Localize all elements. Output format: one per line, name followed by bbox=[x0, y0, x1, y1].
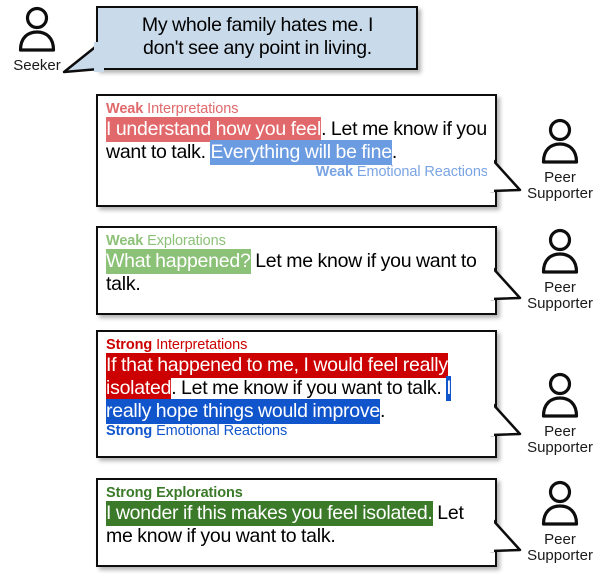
tag-weak-explorations: Weak Explorations bbox=[106, 233, 488, 250]
plain-text: . bbox=[380, 400, 386, 422]
tag-category: Explorations bbox=[147, 233, 226, 249]
tag-strong-interpretations: Strong Interpretations bbox=[106, 337, 488, 354]
tag-category: Interpretations bbox=[156, 337, 248, 353]
person-icon bbox=[2, 6, 72, 57]
seeker-message-text: My whole family hates me. I don't see an… bbox=[98, 8, 416, 64]
tag-category: Interpretations bbox=[147, 101, 239, 117]
highlight-weak-interpretation: I understand how you feel bbox=[106, 117, 322, 142]
tag-category: Explorations bbox=[156, 485, 243, 501]
avatar-peer-supporter-label: Peer Supporter bbox=[527, 279, 593, 312]
tag-strength: Weak bbox=[106, 101, 144, 117]
avatar-seeker: Seeker bbox=[2, 6, 72, 74]
highlight-weak-exploration: What happened? bbox=[106, 249, 251, 274]
strong-interpretations-text: If that happened to me, I would feel rea… bbox=[106, 353, 488, 424]
tag-category: Emotional Reactions bbox=[156, 423, 288, 439]
plain-text: Let me know if you want to talk. bbox=[106, 250, 477, 295]
seeker-line-1: My whole family hates me. I bbox=[141, 14, 374, 36]
tag-strength: Weak bbox=[106, 233, 144, 249]
person-icon bbox=[520, 118, 600, 169]
plain-text: Let me know if you want to talk. bbox=[106, 502, 464, 547]
bubble-tail-seeker bbox=[60, 42, 104, 78]
person-icon bbox=[520, 372, 600, 423]
avatar-seeker-label: Seeker bbox=[13, 57, 61, 74]
plain-text: . Let me know if you want to talk. bbox=[171, 377, 447, 399]
bubble-tail-weak-interpretations bbox=[487, 154, 527, 196]
avatar-peer-supporter-2: Peer Supporter bbox=[520, 228, 600, 312]
message-bubble-weak-explorations: Weak Explorations What happened? Let me … bbox=[96, 226, 497, 315]
weak-explorations-text: What happened? Let me know if you want t… bbox=[106, 249, 488, 296]
tag-weak-emotional-reactions: Weak Emotional Reactions bbox=[106, 164, 488, 181]
message-bubble-seeker: My whole family hates me. I don't see an… bbox=[96, 6, 418, 70]
message-bubble-weak-interpretations: Weak Interpretations I understand how yo… bbox=[96, 94, 497, 207]
message-bubble-strong-explorations: Strong Explorations I wonder if this mak… bbox=[96, 478, 497, 567]
tag-strength: Strong bbox=[106, 423, 153, 439]
weak-interpretations-text: I understand how you feel. Let me know i… bbox=[106, 117, 488, 165]
message-bubble-strong-interpretations: Strong Interpretations If that happened … bbox=[96, 330, 497, 458]
avatar-peer-supporter-label: Peer Supporter bbox=[527, 531, 593, 564]
person-icon bbox=[520, 228, 600, 279]
tag-category: Emotional Reactions bbox=[356, 164, 488, 180]
person-icon bbox=[520, 480, 600, 531]
seeker-line-2: don't see any point in living. bbox=[143, 37, 372, 59]
plain-text: . bbox=[391, 141, 397, 163]
bubble-tail-strong-explorations bbox=[487, 514, 527, 556]
avatar-peer-supporter-3: Peer Supporter bbox=[520, 372, 600, 456]
bubble-tail-weak-explorations bbox=[487, 262, 527, 304]
tag-weak-interpretations: Weak Interpretations bbox=[106, 101, 488, 118]
tag-strong-explorations: Strong Explorations bbox=[106, 485, 488, 502]
highlight-strong-exploration: I wonder if this makes you feel isolated… bbox=[106, 501, 433, 526]
avatar-peer-supporter-4: Peer Supporter bbox=[520, 480, 600, 564]
tag-strength: Strong bbox=[106, 485, 153, 501]
strong-explorations-text: I wonder if this makes you feel isolated… bbox=[106, 501, 488, 548]
avatar-peer-supporter-1: Peer Supporter bbox=[520, 118, 600, 202]
avatar-peer-supporter-label: Peer Supporter bbox=[527, 423, 593, 456]
highlight-weak-emotional-reaction: Everything will be fine bbox=[210, 140, 392, 165]
tag-strength: Strong bbox=[106, 337, 153, 353]
tag-strength: Weak bbox=[315, 164, 353, 180]
bubble-tail-strong-interpretations bbox=[487, 398, 527, 440]
avatar-peer-supporter-label: Peer Supporter bbox=[527, 169, 593, 202]
tag-strong-emotional-reactions: Strong Emotional Reactions bbox=[106, 423, 488, 440]
plain-text: . Let me know if you want to talk. bbox=[106, 118, 487, 163]
